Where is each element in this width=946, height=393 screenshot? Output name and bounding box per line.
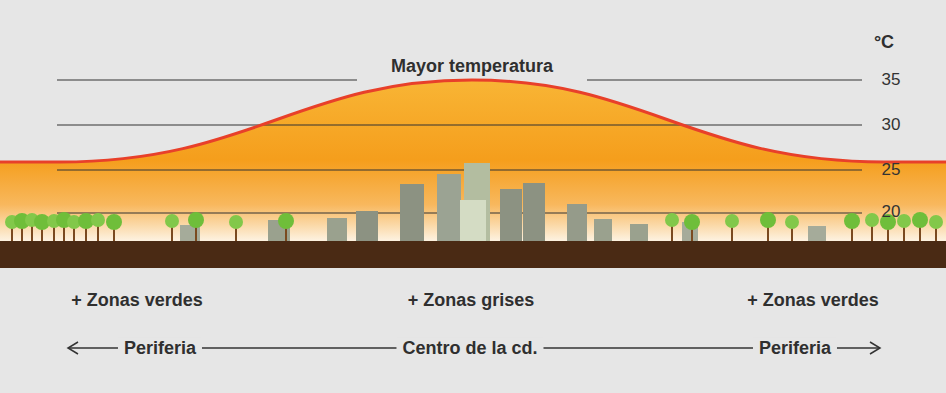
tree-trunk xyxy=(919,226,921,241)
heat-area xyxy=(0,80,946,241)
direction-label: Periferia xyxy=(118,338,202,359)
tree-canopy xyxy=(278,213,294,229)
tree-canopy xyxy=(865,213,879,227)
zone-label: + Zonas verdes xyxy=(747,290,879,311)
tree-canopy xyxy=(165,214,179,228)
tree-canopy xyxy=(684,214,700,230)
buildings xyxy=(180,163,826,241)
tree-trunk xyxy=(63,226,65,241)
trees xyxy=(5,212,943,241)
tree-trunk xyxy=(31,226,33,241)
ground xyxy=(0,241,946,268)
tree-canopy xyxy=(91,213,105,227)
tree-trunk xyxy=(195,226,197,241)
unit-label: °C xyxy=(874,32,894,53)
axis-tick: 30 xyxy=(882,115,901,135)
temperature-curve xyxy=(0,80,946,162)
tree-canopy xyxy=(912,212,928,228)
tree-canopy xyxy=(760,212,776,228)
tree-trunk xyxy=(171,226,173,241)
axis-tick: 35 xyxy=(882,70,901,90)
direction-label: Periferia xyxy=(753,338,837,359)
tree-trunk xyxy=(903,226,905,241)
tree-trunk xyxy=(97,226,99,241)
tree-trunk xyxy=(767,226,769,241)
curve-label: Mayor temperatura xyxy=(391,56,553,77)
tree-trunk xyxy=(871,226,873,241)
tree-canopy xyxy=(844,213,860,229)
tree-canopy xyxy=(665,213,679,227)
tree-trunk xyxy=(731,226,733,241)
zone-label: + Zonas verdes xyxy=(71,290,203,311)
tree-trunk xyxy=(671,226,673,241)
axis-tick: 20 xyxy=(882,202,901,222)
tree-canopy xyxy=(929,215,943,229)
tree-canopy xyxy=(188,212,204,228)
zone-label: + Zonas grises xyxy=(408,290,535,311)
axis-tick: 25 xyxy=(882,160,901,180)
tree-canopy xyxy=(725,214,739,228)
tree-canopy xyxy=(785,215,799,229)
tree-trunk xyxy=(53,226,55,241)
direction-label: Centro de la cd. xyxy=(396,338,543,359)
tree-canopy xyxy=(229,215,243,229)
tree-canopy xyxy=(106,214,122,230)
